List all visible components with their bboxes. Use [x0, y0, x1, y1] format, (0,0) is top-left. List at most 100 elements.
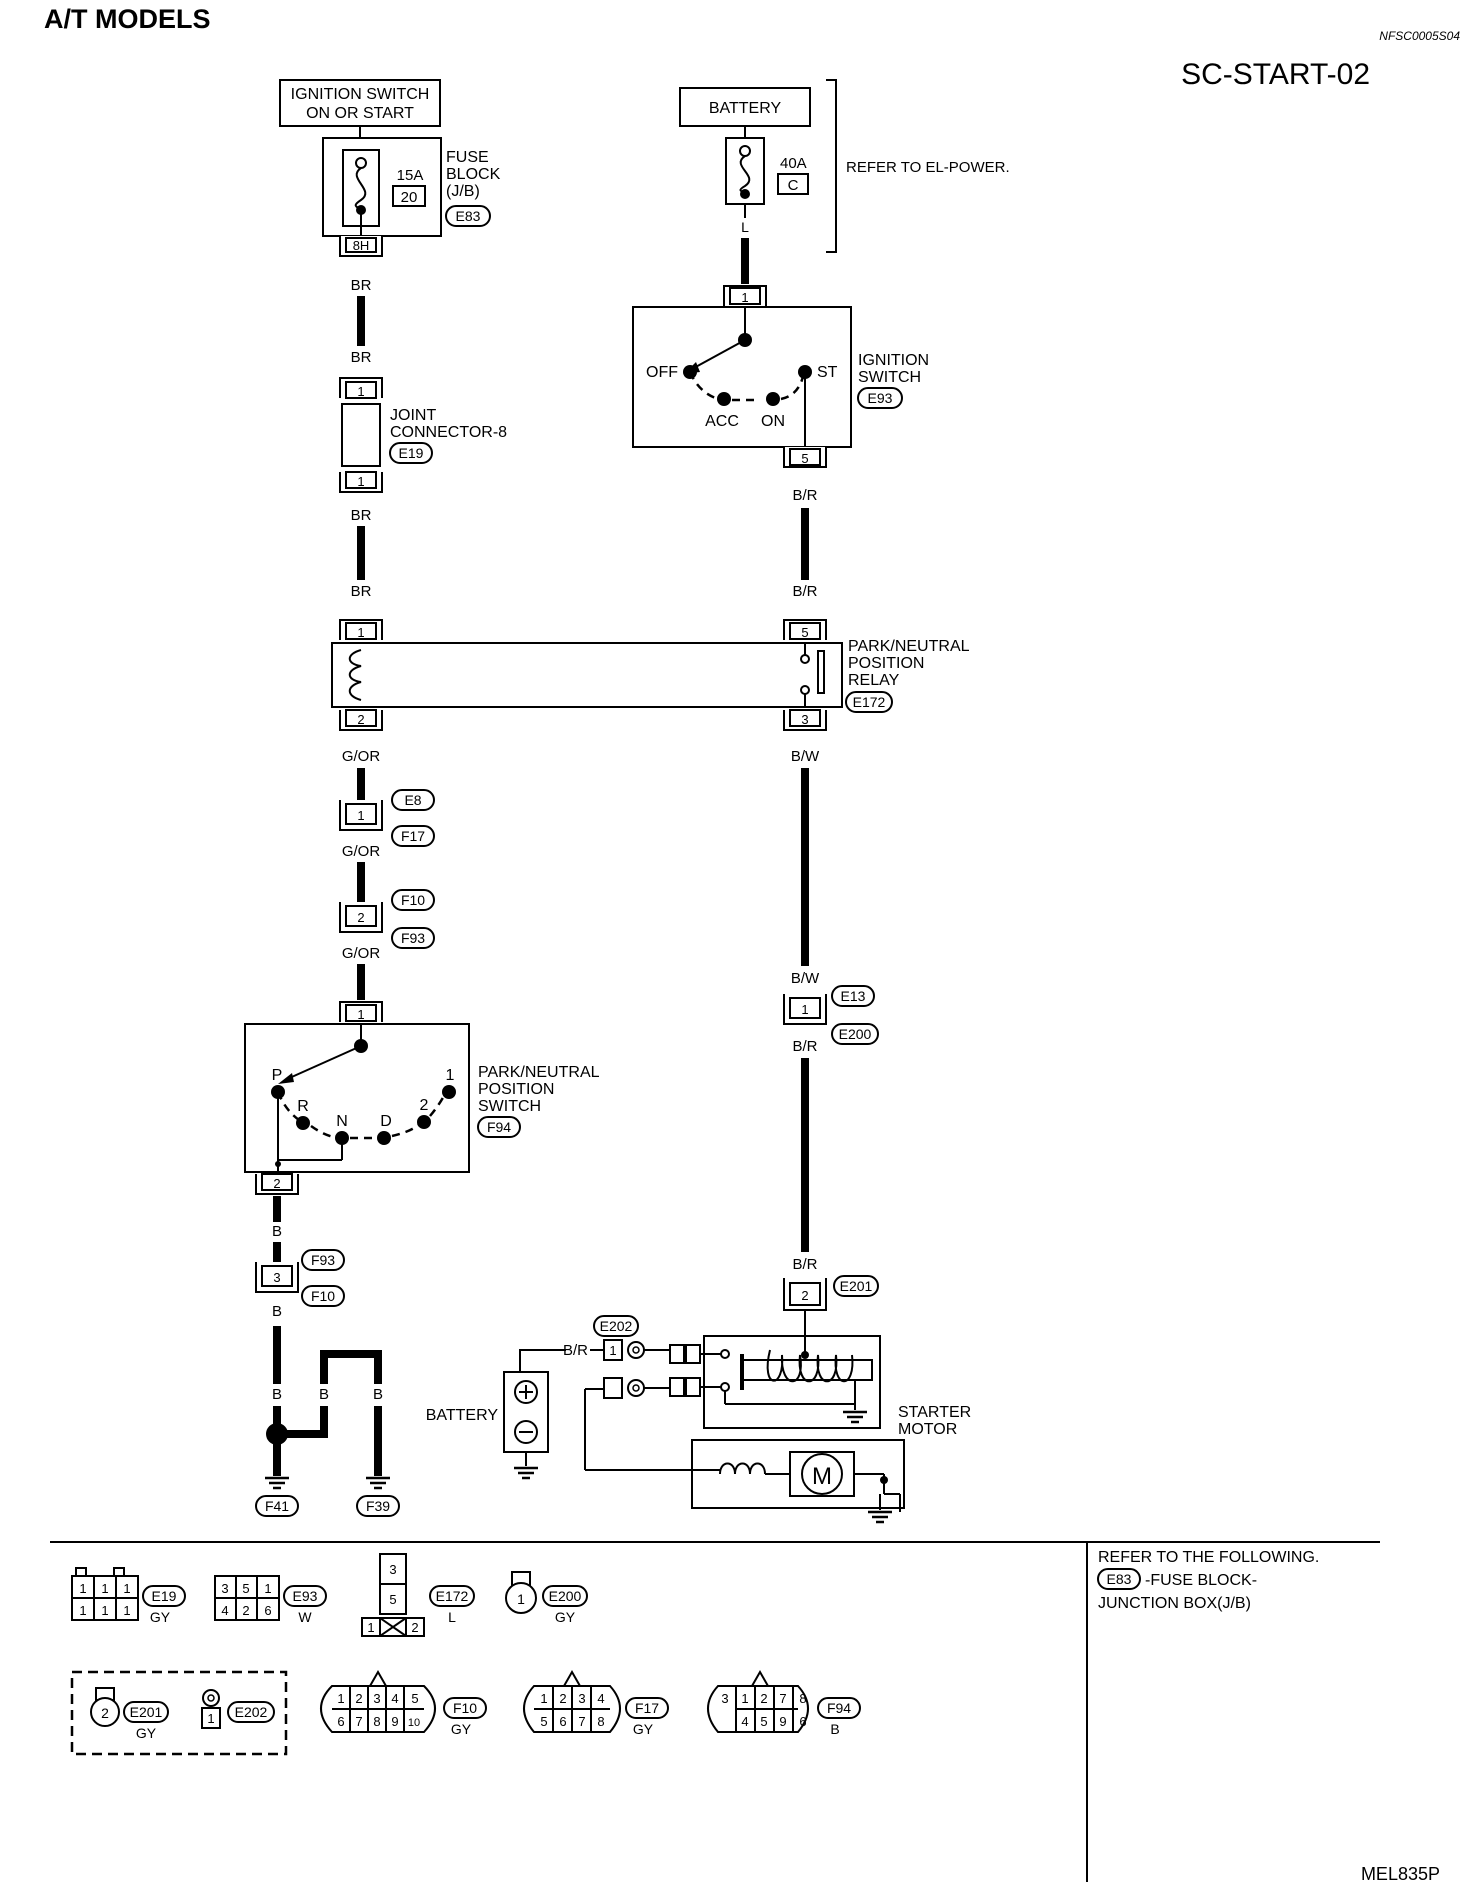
wire-label: B/R — [563, 1342, 588, 1359]
svg-text:GY: GY — [150, 1609, 171, 1625]
battery-lower-conn: E202 — [600, 1318, 633, 1334]
svg-text:2: 2 — [101, 1705, 109, 1721]
wire-label: B/R — [792, 487, 817, 504]
svg-text:D: D — [380, 1113, 392, 1130]
svg-text:3: 3 — [578, 1691, 585, 1706]
relay-coil-icon — [348, 649, 362, 701]
svg-text:2: 2 — [355, 1691, 362, 1706]
svg-text:5: 5 — [801, 451, 808, 466]
svg-text:4: 4 — [597, 1691, 604, 1706]
ground-icon — [364, 1476, 392, 1490]
svg-text:2: 2 — [242, 1603, 249, 1618]
svg-text:E201: E201 — [130, 1704, 163, 1720]
svg-text:5: 5 — [242, 1581, 249, 1596]
svg-text:ST: ST — [817, 364, 838, 381]
ign-supply-line2: ON OR START — [306, 105, 414, 122]
wire-label: B — [272, 1386, 282, 1403]
wire-label: B/W — [791, 970, 820, 987]
wire-label: B/W — [791, 748, 820, 765]
fuse-num: 20 — [401, 189, 418, 206]
svg-text:P: P — [272, 1067, 283, 1084]
svg-text:5: 5 — [411, 1691, 418, 1706]
wire-label: BR — [351, 583, 372, 600]
pnp-relay-line1: PARK/NEUTRAL — [848, 638, 970, 655]
svg-text:GY: GY — [451, 1721, 472, 1737]
svg-text:1: 1 — [101, 1581, 108, 1596]
legend-e19: 1 1 1 1 1 1 E19 GY — [71, 1567, 186, 1625]
ign-switch-line1: IGNITION — [858, 352, 929, 369]
svg-text:1: 1 — [741, 290, 748, 305]
doc-code: NFSC0005S04 — [1379, 29, 1460, 43]
wire-label: G/OR — [342, 843, 381, 860]
svg-text:1: 1 — [123, 1581, 130, 1596]
svg-text:E202: E202 — [235, 1704, 268, 1720]
wire-label: B/R — [792, 1038, 817, 1055]
svg-text:E200: E200 — [549, 1588, 582, 1604]
ign-supply-line1: IGNITION SWITCH — [291, 86, 430, 103]
svg-text:8: 8 — [597, 1714, 604, 1729]
wire-label: BR — [351, 277, 372, 294]
fuse-terminal-8h: 8H — [339, 236, 383, 257]
svg-text:2: 2 — [559, 1691, 566, 1706]
ground-icon — [512, 1466, 540, 1480]
joint-conn-id: E19 — [399, 445, 424, 461]
battery-top-label: BATTERY — [709, 100, 782, 117]
svg-text:6: 6 — [799, 1714, 806, 1729]
svg-text:OFF: OFF — [646, 364, 678, 381]
fuse-amp: 15A — [397, 167, 424, 184]
svg-text:1: 1 — [357, 808, 364, 823]
svg-text:6: 6 — [337, 1714, 344, 1729]
svg-text:7: 7 — [779, 1691, 786, 1706]
svg-text:F10: F10 — [401, 892, 425, 908]
wire-label: B — [373, 1386, 383, 1403]
svg-text:8H: 8H — [353, 238, 370, 253]
svg-text:L: L — [448, 1609, 456, 1625]
ignition-switch: 1 OFF ACC ON ST IGNITION SWITCH E93 5 — [632, 285, 929, 468]
svg-text:B: B — [830, 1721, 839, 1737]
svg-text:2: 2 — [273, 1176, 280, 1191]
pnp-switch-line1: PARK/NEUTRAL — [478, 1064, 600, 1081]
svg-text:9: 9 — [779, 1714, 786, 1729]
svg-text:10: 10 — [408, 1717, 420, 1729]
svg-text:F10: F10 — [453, 1700, 477, 1716]
ground-f39: F39 — [366, 1498, 390, 1514]
legend-f10: 1 2 3 4 5 6 7 8 9 10 F10 GY — [320, 1669, 487, 1737]
wire-label: B/R — [792, 583, 817, 600]
svg-text:3: 3 — [373, 1691, 380, 1706]
svg-text:1: 1 — [123, 1603, 130, 1618]
svg-text:4: 4 — [391, 1691, 398, 1706]
svg-text:7: 7 — [355, 1714, 362, 1729]
inline-connector-f10-f93: 2 F10 F93 — [339, 889, 435, 949]
page-title: A/T MODELS — [44, 4, 211, 34]
svg-text:1: 1 — [540, 1691, 547, 1706]
svg-text:5: 5 — [801, 625, 808, 640]
svg-text:GY: GY — [136, 1725, 157, 1741]
svg-text:3: 3 — [273, 1270, 280, 1285]
ground-icon — [263, 1476, 291, 1490]
joint-line2: CONNECTOR-8 — [390, 424, 507, 441]
fuse-block-conn: E83 — [456, 208, 481, 224]
ign-switch-line2: SWITCH — [858, 369, 921, 386]
svg-text:2: 2 — [760, 1691, 767, 1706]
fuse-block-line3: (J/B) — [446, 183, 480, 200]
svg-text:2: 2 — [411, 1620, 418, 1635]
wire-label: B — [272, 1303, 282, 1320]
inline-connector-e13-e200: 1 E13 E200 — [783, 985, 879, 1045]
svg-text:7: 7 — [578, 1714, 585, 1729]
svg-text:E19: E19 — [152, 1588, 177, 1604]
svg-text:1: 1 — [207, 1711, 214, 1726]
inline-connector-f93-f10: 3 F93 F10 — [255, 1249, 345, 1307]
svg-text:1: 1 — [357, 625, 364, 640]
svg-text:1: 1 — [357, 384, 364, 399]
wire-label: G/OR — [342, 748, 381, 765]
svg-text:8: 8 — [373, 1714, 380, 1729]
inline-connector-e8-f17: 1 E8 F17 — [339, 789, 435, 847]
starter-line2: MOTOR — [898, 1421, 957, 1438]
fuse-block-line2: BLOCK — [446, 166, 501, 183]
svg-text:GY: GY — [555, 1609, 576, 1625]
svg-text:2: 2 — [420, 1097, 429, 1114]
svg-text:1: 1 — [609, 1343, 616, 1358]
refer-line2: -FUSE BLOCK- — [1145, 1572, 1257, 1589]
legend-e202: 1 E202 — [201, 1689, 275, 1729]
svg-text:W: W — [298, 1609, 312, 1625]
